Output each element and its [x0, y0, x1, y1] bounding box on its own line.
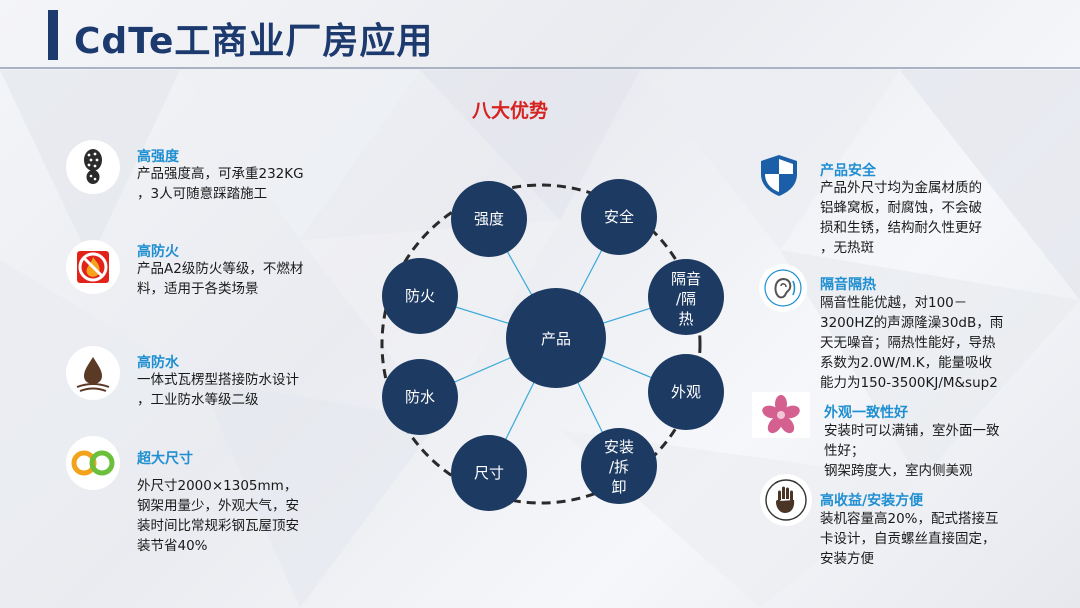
node-waterproof: 防水 — [382, 359, 458, 435]
feature-waterproof-heading: 高防水 — [137, 355, 179, 371]
outer-ring — [380, 183, 702, 505]
node-installation: 安装 /拆 卸 — [581, 428, 657, 504]
feature-sound-heat-text: 隔音性能优越，对100－ 3200HZ的声源隆澡30dB，雨 天无噪音；隔热性能… — [820, 295, 1004, 391]
node-fireproof-label: 防火 — [405, 287, 435, 305]
hub-node: 产品 — [506, 288, 606, 388]
node-fireproof: 防火 — [382, 258, 458, 334]
shield-icon — [756, 152, 802, 198]
feature-high-yield-heading: 高收益/安装方便 — [820, 493, 924, 509]
title-divider — [0, 67, 1080, 69]
feature-product-safety-text: 产品外尺寸均为金属材质的 铝蜂窝板，耐腐蚀，不会破 损和生锈，结构耐久性更好 ，… — [820, 180, 982, 256]
feature-product-safety-heading: 产品安全 — [820, 163, 876, 179]
feature-fireproof-text: 产品A2级防火等级，不燃材 料，适用于各类场景 — [137, 261, 304, 297]
node-size-label: 尺寸 — [474, 464, 504, 482]
node-sound-label-2: /隔 — [676, 290, 696, 308]
node-strength-label: 强度 — [474, 210, 504, 228]
node-install-label-2: /拆 — [609, 458, 629, 476]
flower-icon — [752, 392, 810, 438]
hand-icon — [760, 474, 812, 526]
feature-high-yield-text: 装机容量高20%，配式搭接互 卡设计，自贡螺丝直接固定， 安装方便 — [820, 511, 999, 567]
feature-large-size-text: 外尺寸2000×1305mm， 钢架用量少，外观大气，安 装时间比常规彩钢瓦屋顶… — [137, 478, 299, 554]
node-appearance-label: 外观 — [671, 383, 701, 401]
page-title: CdTe工商业厂房应用 — [74, 21, 434, 62]
node-strength: 强度 — [451, 181, 527, 257]
feature-fireproof-heading: 高防火 — [137, 244, 179, 260]
feature-large-size-heading: 超大尺寸 — [137, 451, 193, 467]
ear-icon — [759, 264, 807, 312]
footprint-icon — [66, 140, 120, 194]
title-accent-bar — [48, 10, 58, 60]
feature-waterproof-text: 一体式瓦楞型搭接防水设计 ，工业防水等级二级 — [137, 372, 299, 408]
node-sound-label-1: 隔音 — [671, 270, 701, 288]
node-sound-label-3: 热 — [678, 310, 693, 328]
node-sound-insulation: 隔音 /隔 热 — [648, 259, 724, 335]
diagram-subtitle: 八大优势 — [471, 100, 548, 122]
node-install-label-3: 卸 — [611, 478, 626, 496]
hub-label: 产品 — [541, 330, 571, 348]
no-fire-icon — [66, 240, 120, 294]
water-drop-icon — [66, 346, 120, 400]
node-appearance: 外观 — [648, 354, 724, 430]
feature-appearance-heading: 外观一致性好 — [824, 405, 908, 421]
feature-strength-heading: 高强度 — [137, 149, 179, 165]
feature-appearance-text: 安装时可以满铺，室外面一致 性好； 钢架跨度大，室内侧美观 — [824, 423, 1000, 479]
feature-strength-text: 产品强度高，可承重232KG ，3人可随意踩踏施工 — [137, 166, 304, 202]
node-safety: 安全 — [581, 179, 657, 255]
infinity-icon — [66, 436, 120, 490]
node-size: 尺寸 — [451, 435, 527, 511]
feature-sound-heat-heading: 隔音隔热 — [820, 277, 876, 293]
node-waterproof-label: 防水 — [405, 388, 435, 406]
node-safety-label: 安全 — [604, 208, 634, 226]
node-install-label-1: 安装 — [604, 438, 634, 456]
